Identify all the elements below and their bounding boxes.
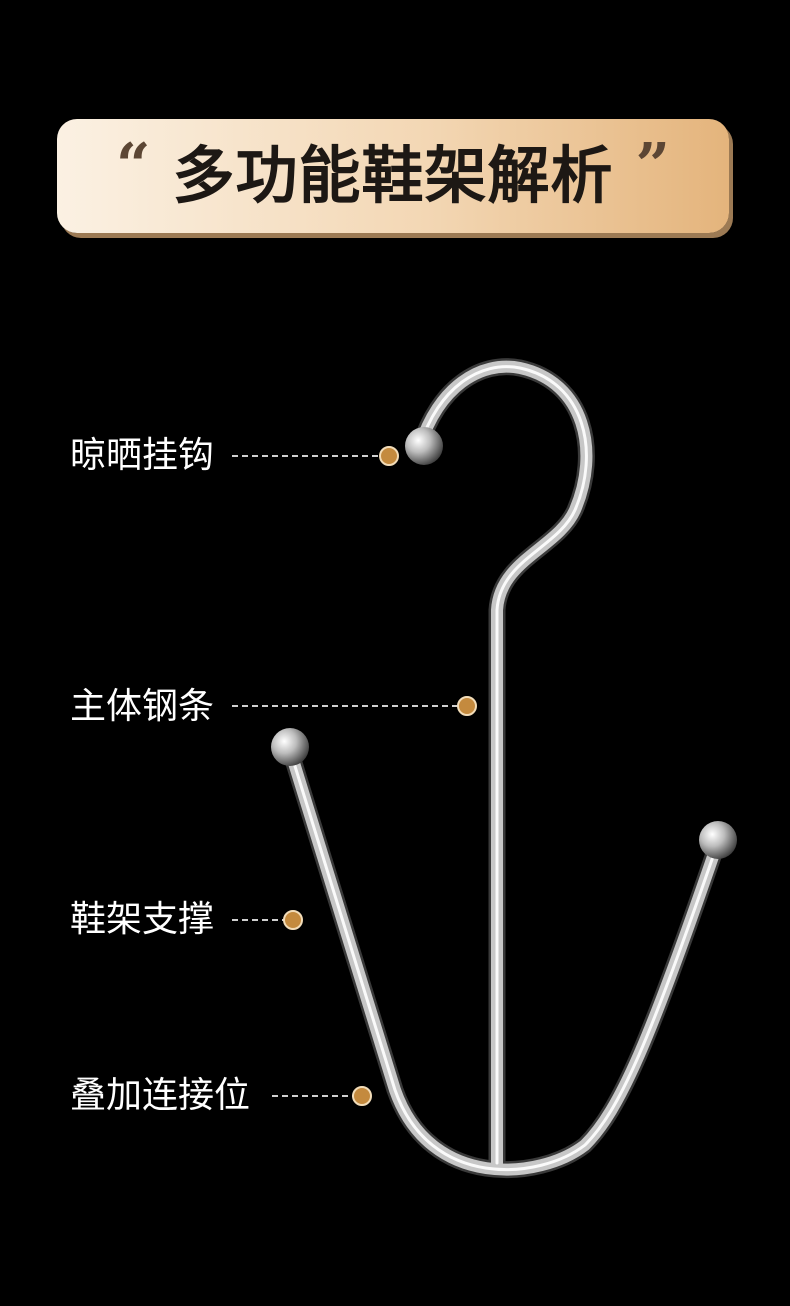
- marker-dot-main-rod: [457, 696, 477, 716]
- marker-dot-stack-connector: [352, 1086, 372, 1106]
- callout-label-main-rod: 主体钢条: [70, 686, 215, 727]
- title-banner: “ 多功能鞋架解析 ”: [57, 119, 729, 233]
- marker-dot-drying-hook: [379, 446, 399, 466]
- page-title: 多功能鞋架解析: [172, 139, 614, 212]
- steel-wire-frame: [281, 358, 727, 1179]
- open-quote-mark: “: [115, 131, 151, 201]
- right-arm-tip-ball: [699, 821, 737, 859]
- left-arm-tip-ball: [271, 728, 309, 766]
- callout-markers: [283, 446, 477, 1106]
- close-quote-mark: ”: [635, 131, 671, 201]
- callout-label-stack-connector: 叠加连接位: [70, 1075, 251, 1116]
- callout-label-shoe-support: 鞋架支撑: [70, 899, 215, 940]
- callout-label-drying-hook: 晾晒挂钩: [70, 435, 215, 476]
- marker-dot-shoe-support: [283, 910, 303, 930]
- hook-tip-ball: [405, 427, 443, 465]
- callout-leader-lines: [232, 455, 458, 1097]
